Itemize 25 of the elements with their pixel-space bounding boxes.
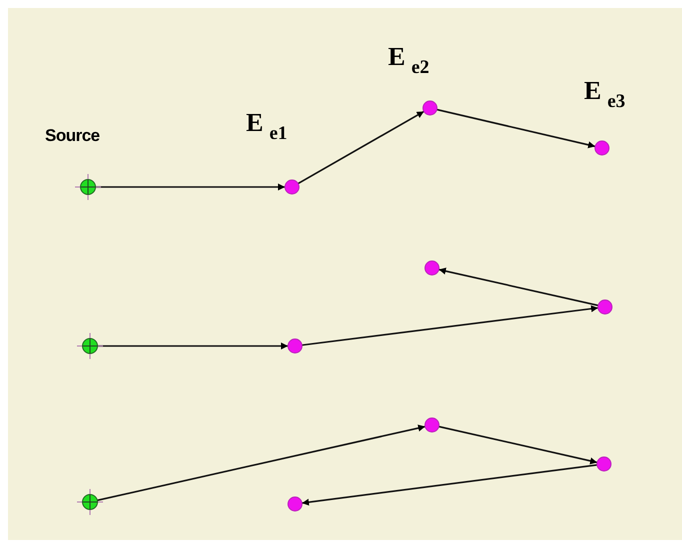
point-marker: [424, 417, 440, 433]
point-marker: [287, 496, 303, 512]
point-marker: [422, 100, 438, 116]
arrow: [302, 464, 598, 506]
arrow: [96, 424, 426, 502]
arrow: [438, 268, 598, 306]
source-point: [76, 332, 104, 360]
source-label: Source: [45, 126, 100, 146]
source-point: [74, 173, 102, 201]
arrow: [438, 426, 598, 464]
arrow: [97, 342, 288, 350]
point-marker: [596, 456, 612, 472]
arrow: [302, 305, 598, 346]
source-point: [76, 488, 104, 516]
arrow: [298, 110, 424, 184]
arrow: [95, 184, 285, 190]
point-marker: [284, 179, 300, 195]
point-marker: [287, 338, 303, 354]
point-label: E$_{e2}$: [388, 42, 430, 79]
arrow: [436, 108, 596, 148]
point-marker: [594, 140, 610, 156]
point-marker: [424, 260, 440, 276]
point-marker: [597, 299, 613, 315]
point-label: E$_{e3}$: [584, 76, 626, 113]
point-label: E$_{e1}$: [246, 108, 288, 145]
